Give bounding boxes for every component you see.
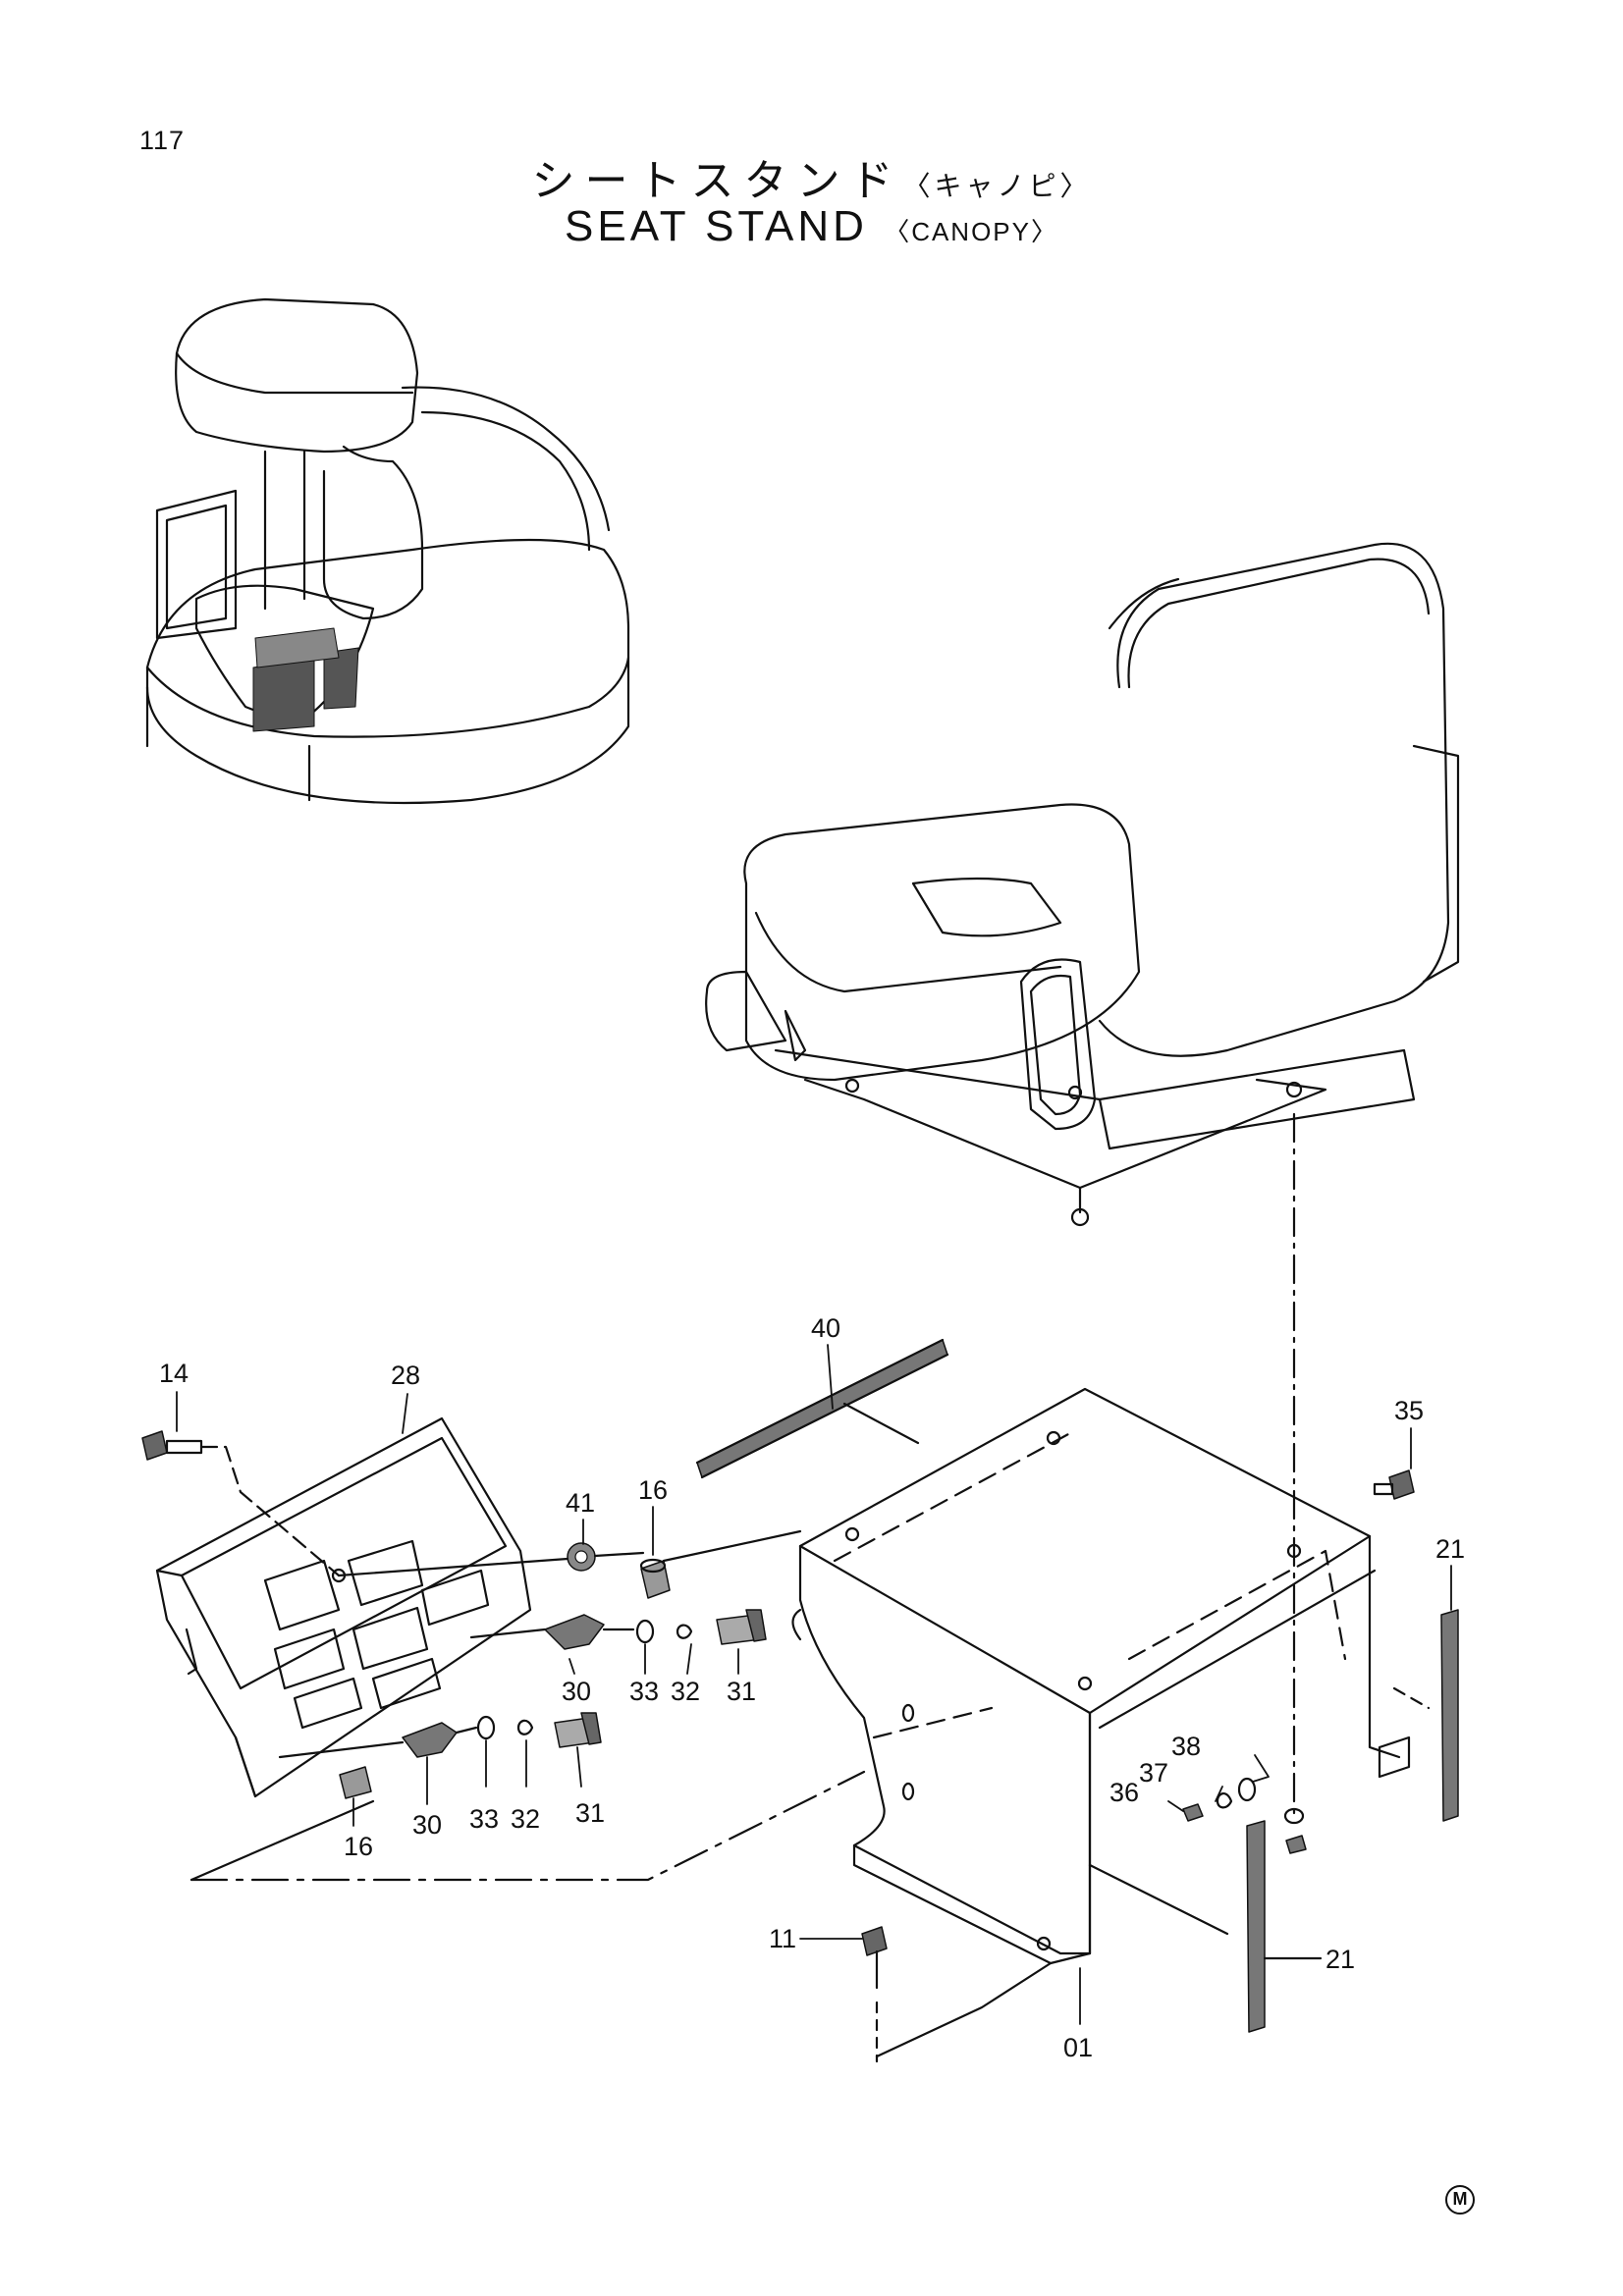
phantom-line-bottom (875, 1961, 1053, 2058)
callout-30-upper: 30 (562, 1677, 591, 1706)
callout-21-lower: 21 (1325, 1945, 1355, 1974)
callout-11: 11 (769, 1924, 796, 1953)
title-english-sub: 〈CANOPY〉 (884, 217, 1058, 246)
callout-33-lower: 33 (469, 1804, 499, 1834)
stud-21-lower-icon (1246, 1820, 1323, 2033)
seat-assembly-icon (705, 542, 1460, 1227)
seal-strip-icon (695, 1338, 949, 1479)
callout-16-lower: 16 (344, 1832, 373, 1861)
callout-40: 40 (811, 1313, 840, 1343)
title-english: SEAT STAND 〈CANOPY〉 (0, 202, 1623, 251)
washers-36-38-icon (1182, 1777, 1307, 1854)
callout-numbers: 14 28 40 41 16 35 21 30 33 32 31 38 37 3… (159, 1313, 1465, 2062)
seat-stand-bracket-icon (791, 1387, 1411, 1965)
clamp-30-lower-icon (278, 1712, 602, 1799)
callout-31-upper: 31 (727, 1677, 756, 1706)
operator-station-overview-icon (145, 297, 630, 805)
title-japanese-main: シートスタンド (531, 156, 903, 206)
bolt-14-icon (141, 1430, 341, 1577)
collar-16-icon (639, 1529, 802, 1599)
title-japanese-sub: 〈キャノピ〉 (902, 170, 1092, 202)
manufacturer-mark: M (1445, 2185, 1475, 2215)
title-english-main: SEAT STAND (565, 202, 868, 250)
callout-32-upper: 32 (671, 1677, 700, 1706)
bolt-35-icon (1373, 1469, 1415, 1500)
nut-41-icon (337, 1542, 645, 1577)
callout-21-right: 21 (1435, 1534, 1465, 1564)
callout-01: 01 (1063, 2033, 1093, 2062)
callout-35: 35 (1394, 1396, 1424, 1425)
phantom-line-left-b (189, 1799, 375, 1882)
phantom-line-left (189, 1770, 866, 1882)
bolt-11-icon (861, 1926, 888, 2063)
page-number: 117 (139, 126, 186, 155)
callout-33-upper: 33 (629, 1677, 659, 1706)
callout-leaders (176, 1344, 1452, 2025)
cover-plate-icon (155, 1416, 532, 1798)
callout-16-upper: 16 (638, 1475, 668, 1505)
callout-32-lower: 32 (511, 1804, 540, 1834)
stud-21-right-icon (1392, 1609, 1459, 1822)
callout-31-lower: 31 (575, 1798, 605, 1828)
callout-38: 38 (1171, 1732, 1201, 1761)
clamp-30-upper-icon (469, 1609, 767, 1650)
title-japanese: シートスタンド〈キャノピ〉 (0, 145, 1623, 208)
callout-36: 36 (1109, 1778, 1139, 1807)
callout-30-lower: 30 (412, 1810, 442, 1840)
callout-41: 41 (566, 1488, 595, 1518)
callout-14: 14 (159, 1359, 189, 1388)
callout-37: 37 (1139, 1758, 1168, 1788)
callout-28: 28 (391, 1361, 420, 1390)
phantom-line-strip (842, 1402, 920, 1445)
